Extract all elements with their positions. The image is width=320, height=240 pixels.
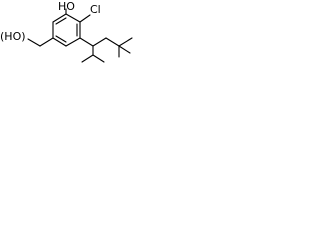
chemical-structure-canvas: HO Cl (HO) [0,0,151,84]
hydroxymethyl-bond-2 [27,38,41,47]
side-chain-bond-1 [79,37,94,47]
side-chain-bond-2 [92,37,107,47]
ring-bond-2 [65,13,81,23]
ring-bond-5 [52,37,67,47]
side-chain-bond-5 [92,54,105,63]
chlorine-label: Cl [90,3,101,16]
ring-double-bond-1 [55,17,67,25]
hydroxymethyl-label: (HO) [0,30,26,43]
ring-double-bond-3 [55,35,67,43]
chlorine-bond [79,14,91,23]
ring-bond-4 [65,37,81,47]
molecule-drawing: HO Cl (HO) [0,0,133,63]
side-chain-bond-9 [118,45,131,54]
side-chain-bond-7 [118,37,133,47]
hydroxymethyl-bond-1 [39,37,54,47]
hydroxyl-label: HO [58,0,75,13]
side-chain-bond-4 [81,54,94,63]
ring-bond-1 [52,13,67,23]
side-chain-bond-6 [105,37,120,47]
